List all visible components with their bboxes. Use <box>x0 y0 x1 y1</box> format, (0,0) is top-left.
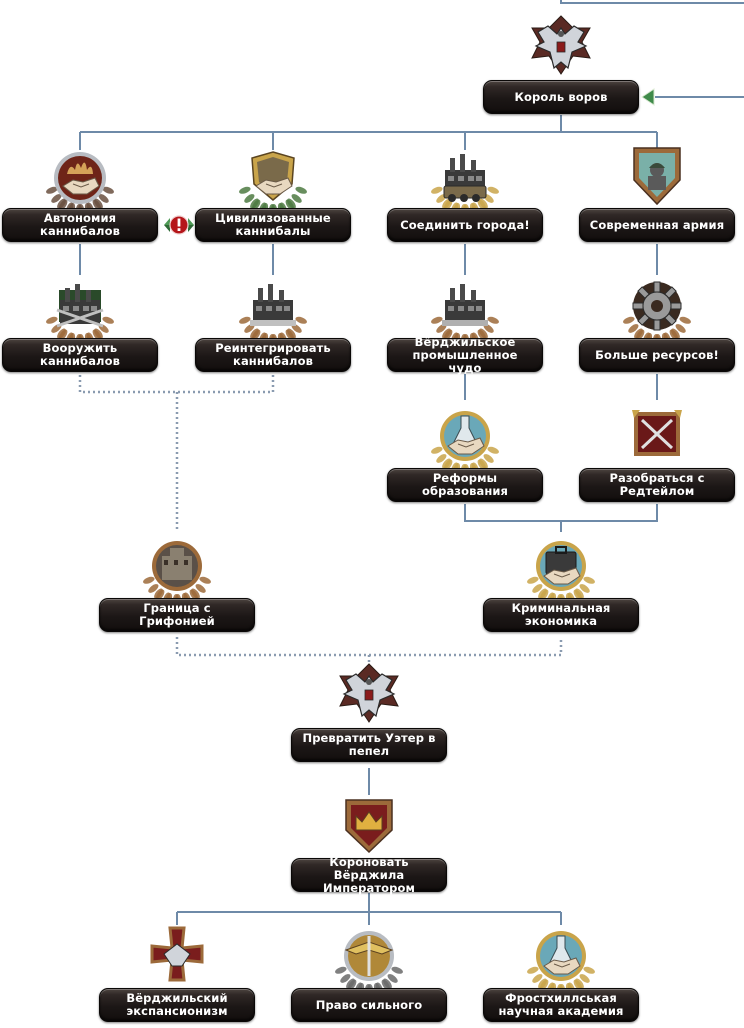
focus-label[interactable]: Больше ресурсов! <box>579 338 735 372</box>
iron-cross-eagle-icon <box>140 920 214 994</box>
factory-city-icon <box>236 270 310 344</box>
focus-label[interactable]: Реформы образования <box>387 468 543 502</box>
silver-eagle-icon <box>524 12 598 86</box>
factory-industry-icon <box>428 270 502 344</box>
eagle-sword-icon <box>332 920 406 994</box>
focus-label[interactable]: Вооружить каннибалов <box>2 338 158 372</box>
focus-label[interactable]: Разобраться с Редтейлом <box>579 468 735 502</box>
gear-icon <box>620 270 694 344</box>
focus-label[interactable]: Реинтегрировать каннибалов <box>195 338 351 372</box>
focus-label[interactable]: Граница с Грифонией <box>99 598 255 632</box>
crown-shield-icon <box>332 790 406 864</box>
focus-label[interactable]: Вёрджильский экспансионизм <box>99 988 255 1022</box>
fortress-icon <box>140 530 214 604</box>
focus-label[interactable]: Право сильного <box>291 988 447 1022</box>
soldier-shield-icon <box>620 140 694 214</box>
focus-label[interactable]: Автономия каннибалов <box>2 208 158 242</box>
focus-label[interactable]: Превратить Уэтер в пепел <box>291 728 447 762</box>
focus-label[interactable]: Вёрджильское промышленное чудо <box>387 338 543 372</box>
focus-label[interactable]: Король воров <box>483 80 639 114</box>
handshake-fire-icon <box>43 140 117 214</box>
crossed-swords-shield-icon <box>620 400 694 474</box>
focus-label[interactable]: Современная армия <box>579 208 735 242</box>
focus-label[interactable]: Короновать Вёрджила Императором <box>291 858 447 892</box>
silver-eagle-icon <box>332 660 406 734</box>
tractor-factory-icon <box>428 140 502 214</box>
flask-handshake-icon <box>524 920 598 994</box>
focus-label[interactable]: Фростхиллськая научная академия <box>483 988 639 1022</box>
exclusive-warning-icon <box>164 214 194 240</box>
arrow-left-icon <box>641 88 655 110</box>
focus-label[interactable]: Соединить города! <box>387 208 543 242</box>
focus-label[interactable]: Криминальная экономика <box>483 598 639 632</box>
briefcase-handshake-icon <box>524 530 598 604</box>
factory-rifles-icon <box>43 270 117 344</box>
flask-handshake-icon <box>428 400 502 474</box>
focus-label[interactable]: Цивилизованные каннибалы <box>195 208 351 242</box>
handshake-shield-icon <box>236 140 310 214</box>
